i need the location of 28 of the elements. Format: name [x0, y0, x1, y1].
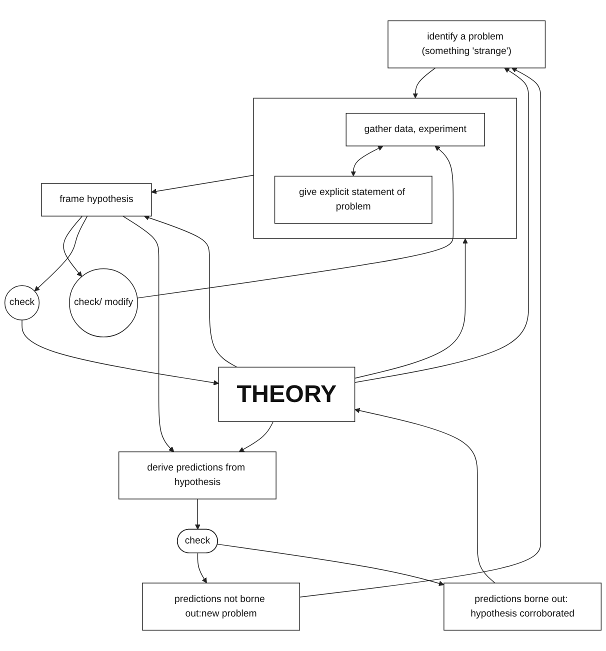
arrow [34, 216, 88, 292]
node-box: predictions borne out: hypothesis corroborated [444, 582, 602, 631]
arrow [299, 68, 542, 598]
node-box: derive predictions from hypothesis [118, 451, 276, 500]
arrow [412, 68, 436, 98]
node-box: frame hypothesis [41, 183, 152, 216]
arrow [217, 544, 444, 586]
node-box: predictions not borne out:new problem [142, 582, 300, 631]
arrow [354, 68, 529, 383]
arrow [197, 552, 207, 584]
arrow [22, 320, 219, 386]
node-box: THEORY [218, 366, 356, 422]
arrow [350, 146, 384, 176]
arrow [144, 215, 238, 368]
arrow [122, 216, 174, 452]
node-box: identify a problem (something 'strange') [388, 20, 546, 68]
arrow [354, 408, 496, 584]
node-circle: check [4, 285, 40, 320]
arrow [63, 216, 83, 277]
arrow [151, 174, 254, 194]
node-box: give explicit statement of problem [274, 176, 432, 224]
node-box: gather data, experiment [346, 112, 485, 146]
arrow [195, 498, 200, 530]
arrow [136, 146, 454, 298]
node-circle: check/ modify [69, 268, 138, 338]
arrow [238, 421, 274, 452]
cluster [253, 98, 517, 239]
arrow [354, 238, 468, 379]
